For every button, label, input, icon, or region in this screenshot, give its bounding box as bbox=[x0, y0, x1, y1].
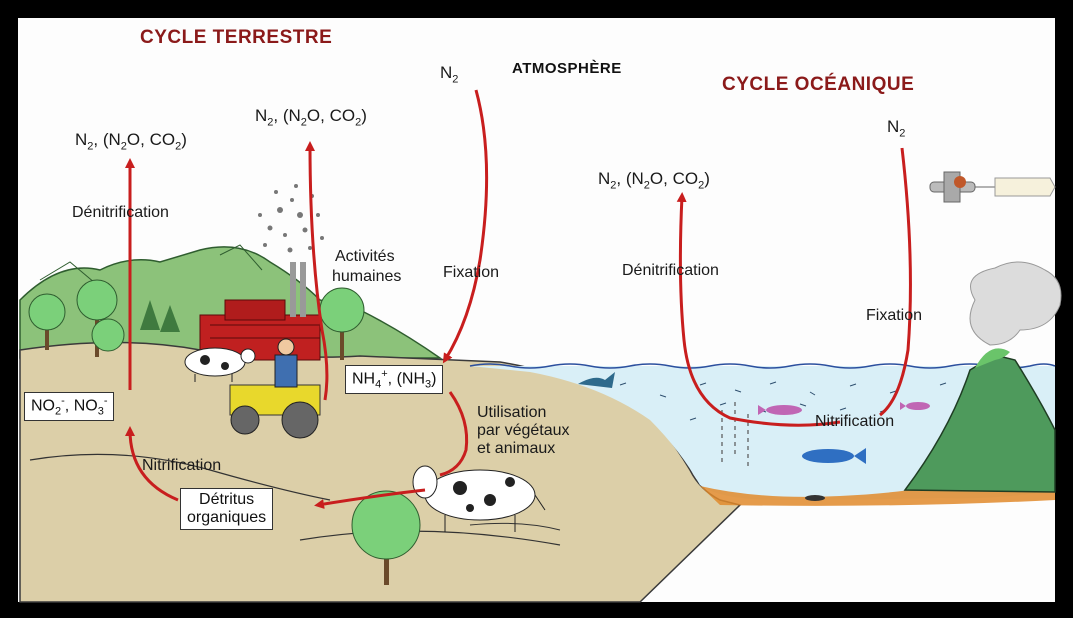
gas-emissions-middle: N2, (N2O, CO2) bbox=[255, 106, 367, 129]
ocean-water bbox=[470, 366, 1055, 500]
title-cycle-terrestre: CYCLE TERRESTRE bbox=[140, 27, 333, 48]
arrow-fixation-terrestre bbox=[442, 89, 489, 364]
box-ammonium: NH4+, (NH3) bbox=[345, 365, 444, 394]
label-nitrification-ocean: Nitrification bbox=[815, 413, 895, 430]
n2-ocean-label: N2 bbox=[887, 117, 906, 140]
label-nitrification-left: Nitrification bbox=[142, 457, 222, 474]
label-fixation-terrestre: Fixation bbox=[443, 264, 500, 281]
cow-small bbox=[184, 347, 256, 382]
n2-atmosphere-label: N2 bbox=[440, 63, 459, 86]
title-cycle-oceanique: CYCLE OCÉANIQUE bbox=[722, 74, 915, 95]
arrow-nitrification-left bbox=[125, 426, 179, 502]
label-denitrification-ocean: Dénitrification bbox=[622, 262, 719, 279]
fish bbox=[578, 372, 930, 501]
gas-emissions-left: N2, (N2O, CO2) bbox=[75, 130, 187, 153]
airplane bbox=[929, 171, 1056, 203]
cycle-arrows bbox=[125, 89, 912, 509]
box-nitrite-nitrate: NO2-, NO3- bbox=[24, 392, 115, 421]
label-activites: Activités bbox=[335, 248, 395, 265]
label-fixation-ocean: Fixation bbox=[866, 307, 923, 324]
cow-large bbox=[412, 465, 546, 532]
arrow-fixation-ocean bbox=[879, 147, 912, 417]
gas-emissions-ocean: N2, (N2O, CO2) bbox=[598, 169, 710, 192]
label-humaines: humaines bbox=[332, 268, 402, 285]
label-utilisation-2: par végétaux bbox=[477, 422, 570, 439]
label-denitrification-left: Dénitrification bbox=[72, 204, 169, 221]
arrow-utilisation bbox=[439, 391, 469, 477]
trees bbox=[28, 279, 421, 585]
label-utilisation-3: et animaux bbox=[477, 440, 556, 457]
arrow-denitrification-ocean bbox=[676, 192, 841, 427]
arrow-human-activities bbox=[305, 141, 329, 401]
volcano-smoke bbox=[969, 261, 1062, 346]
label-utilisation-1: Utilisation bbox=[477, 404, 547, 421]
arrow-to-detritus bbox=[314, 488, 426, 509]
title-atmosphere: ATMOSPHÈRE bbox=[512, 60, 622, 77]
tractor bbox=[229, 338, 321, 439]
